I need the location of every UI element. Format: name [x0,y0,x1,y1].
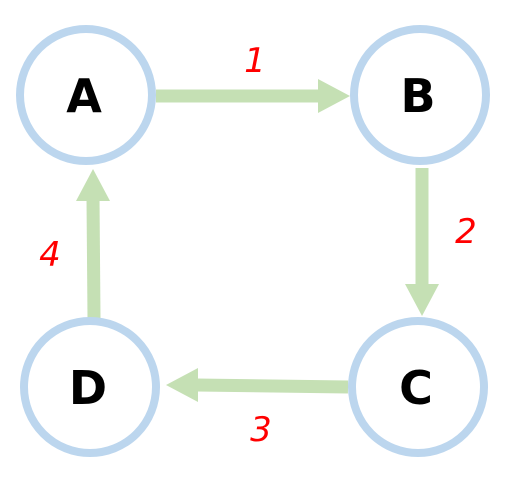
node-a: A [16,25,156,165]
edge-c-to-d: 3 [166,368,349,450]
node-c: C [348,317,488,457]
node-b-label: B [400,69,435,123]
edge-a-to-b-label: 1 [244,41,266,81]
node-b-circle [350,25,490,165]
edge-a-to-b-arrowhead [318,79,350,113]
node-c-label: C [399,361,433,415]
edge-c-to-d-arrowhead [166,368,198,402]
edge-a-to-b: 1 [156,41,350,113]
edge-d-to-a-arrowhead [76,169,110,201]
node-d: D [20,317,160,457]
node-d-label: D [69,361,107,415]
node-a-label: A [66,69,102,123]
node-a-circle [16,25,156,165]
edge-d-to-a-shaft [86,197,101,319]
edge-b-to-c: 2 [405,168,477,316]
node-c-circle [348,317,488,457]
edge-b-to-c-label: 2 [455,212,477,252]
node-b: B [350,25,490,165]
node-d-circle [20,317,160,457]
edge-c-to-d-shaft [195,378,349,394]
edge-c-to-d-label: 3 [250,410,272,450]
edge-b-to-c-arrowhead [405,284,439,316]
edge-d-to-a-label: 4 [39,235,61,275]
edge-d-to-a: 4 [39,169,110,319]
